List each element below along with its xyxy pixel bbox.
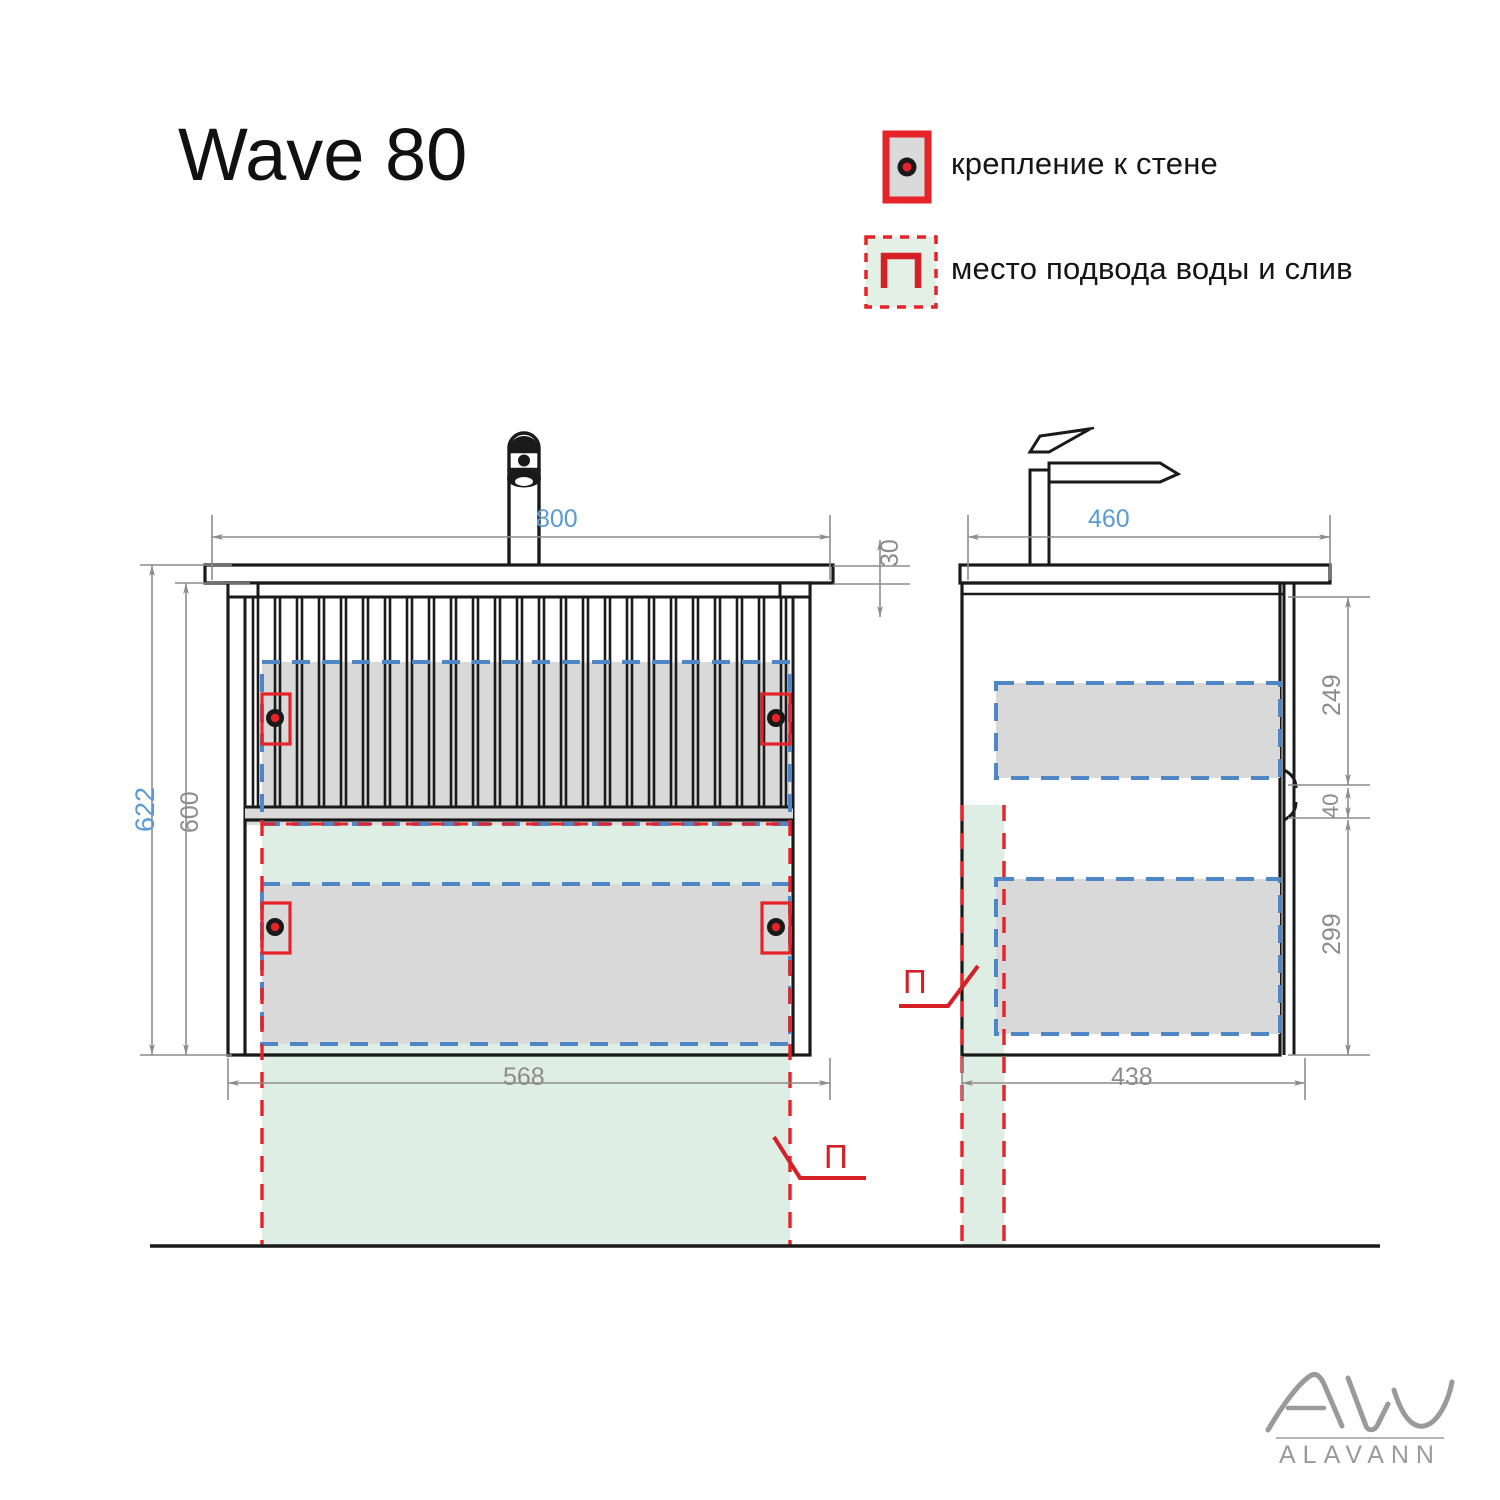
dimension-label-height-622: 622 [130,786,160,832]
alavann-mark-icon [1265,1371,1455,1439]
dimension-label-overhang-30: 30 [876,539,904,567]
dimension-label-width-800: 800 [536,505,578,533]
side-view [899,426,1370,1245]
plumbing-marker-side: П [903,963,927,1000]
wave-slat-pattern [251,597,788,807]
dimension-label-inner-width-568: 568 [503,1063,545,1091]
dimension-label-depth-460: 460 [1088,505,1130,533]
wall-mount-bracket-front-lower-left [260,901,292,955]
dimension-label-height-600: 600 [176,791,204,833]
wall-mount-bracket-front-upper-right [760,692,792,746]
faucet-side-icon [1027,426,1182,570]
page-title: Wave 80 [178,113,468,196]
wall-mount-bracket-front-lower-right [760,901,792,955]
legend-item-label-wall-mount: крепление к стене [951,146,1218,181]
dimension-label-inner-depth-438: 438 [1111,1063,1153,1091]
wall-mount-bracket-front-upper-left [260,692,292,746]
front-view [140,431,910,1245]
dimension-label-lower-299: 299 [1318,913,1346,955]
brand-wordmark: ALAVANN [1278,1441,1441,1469]
faucet-front-icon [507,431,541,572]
dimension-label-gap-40: 40 [1318,793,1343,818]
legend-item-label-plumbing: место подвода воды и слив [951,251,1353,286]
plumbing-marker-front: П [824,1138,848,1175]
dimension-label-upper-249: 249 [1318,674,1346,716]
plumbing-leader-side [899,964,980,1008]
legend-plumbing-icon [864,235,938,309]
brand-logo: ALAVANN [1262,1368,1458,1476]
plumbing-leader-front [772,1135,866,1180]
legend-wall-mount-icon [882,130,932,204]
